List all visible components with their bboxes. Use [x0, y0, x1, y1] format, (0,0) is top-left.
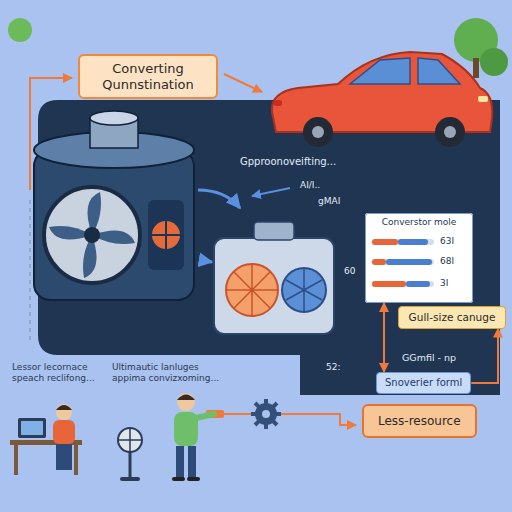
caption-note: Lessor lecornace speach reclifong...	[12, 362, 112, 384]
caption-note: Ultimautic lanluges appima convizxoming.…	[112, 362, 234, 384]
person-at-desk	[10, 404, 82, 475]
tree-trunk	[473, 58, 479, 78]
node-title: Converting Qunnstination	[90, 61, 206, 92]
annotation: AI/I..	[300, 180, 320, 191]
tree	[8, 18, 32, 42]
flow-line	[224, 414, 356, 425]
air-flow-arrow	[252, 188, 290, 196]
car	[272, 52, 492, 147]
annotation: 52:	[326, 362, 340, 373]
annotation: gMAI	[318, 196, 340, 207]
process-box: Converting Qunnstination	[78, 54, 218, 99]
cooler-unit	[34, 111, 194, 300]
tree	[480, 48, 508, 76]
process-box: Less-resource	[362, 404, 477, 438]
bar-value: 63I	[440, 236, 454, 247]
dark-panel	[38, 100, 500, 395]
bar-chart	[372, 239, 434, 287]
stand-fan	[118, 428, 142, 481]
flow-arrow	[383, 303, 385, 372]
cube-unit	[214, 222, 334, 334]
node-title: Gull-size canuge	[404, 311, 500, 324]
flow-arrow	[224, 74, 262, 92]
node-title: Converstor mole	[372, 217, 466, 228]
standing-person	[172, 393, 214, 481]
air-flow-arrow	[198, 190, 240, 208]
gear-icon	[251, 399, 281, 429]
process-box: Snoverier forml	[376, 372, 471, 394]
air-flow-arrow	[200, 260, 212, 262]
flow-arrow	[471, 329, 498, 383]
chart-panel: Converstor mole	[365, 213, 473, 303]
node-title: Snoverier forml	[385, 377, 462, 389]
process-box: Gull-size canuge	[398, 306, 506, 329]
dashed-line	[29, 200, 31, 340]
bar-value: 68I	[440, 256, 454, 267]
annotation: GGmfil - np	[402, 352, 456, 363]
node-title: Less-resource	[378, 414, 461, 428]
axis-number: 60	[344, 266, 355, 277]
bar-value: 3I	[440, 278, 448, 289]
annotation: Gpproonoveifting...	[240, 156, 336, 168]
panel-ground	[365, 213, 473, 303]
